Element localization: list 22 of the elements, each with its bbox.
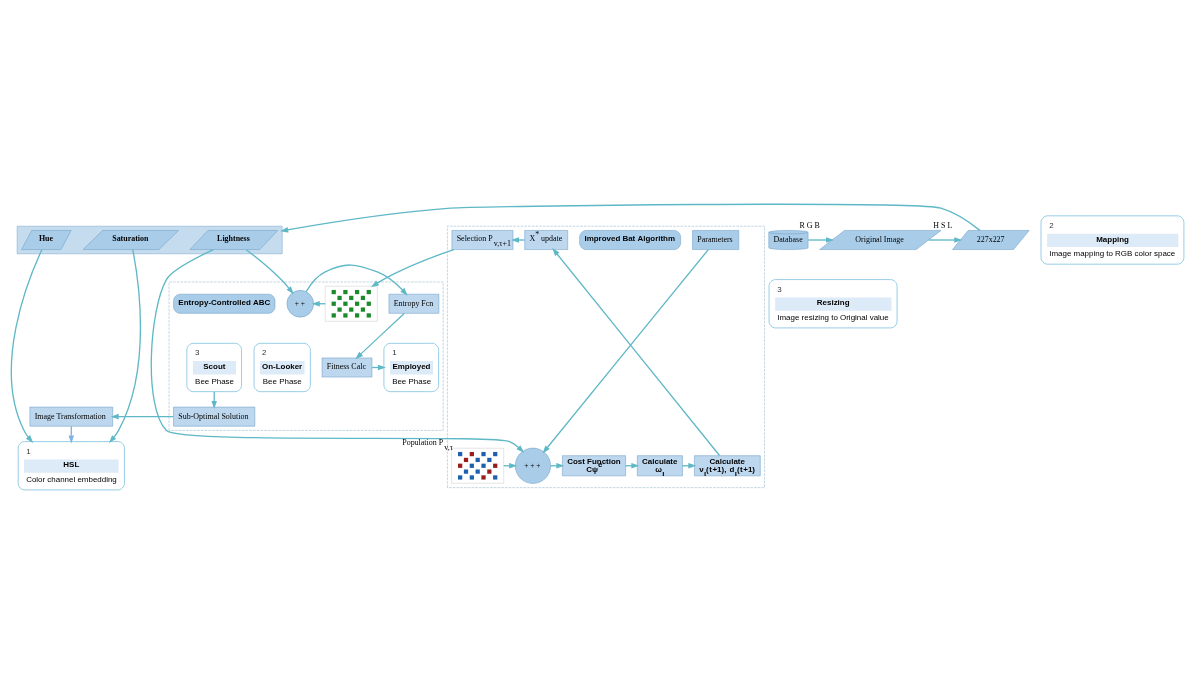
arrow	[807, 237, 834, 243]
arrow	[371, 248, 455, 288]
node-label: H S L	[933, 220, 953, 230]
picture	[451, 447, 504, 484]
picture	[324, 285, 378, 322]
arrow	[10, 249, 43, 443]
arrow	[280, 203, 981, 233]
node-label: R G B	[799, 220, 820, 230]
arrow	[245, 249, 294, 295]
arrow	[511, 237, 526, 243]
node-circle: + +	[286, 290, 314, 318]
arrow	[108, 248, 142, 443]
node-box: Fitness Calc	[321, 357, 373, 378]
node-box: Image Transformation	[29, 406, 113, 427]
node-box: Entropy Fcn	[388, 293, 440, 314]
arrow	[928, 237, 963, 243]
cluster	[16, 225, 283, 255]
arrow	[110, 413, 175, 420]
arrow	[355, 312, 405, 360]
node-box: Parameters	[692, 230, 740, 250]
arrow	[150, 248, 525, 453]
node-box: Sub-Optimal Solution	[173, 406, 256, 427]
